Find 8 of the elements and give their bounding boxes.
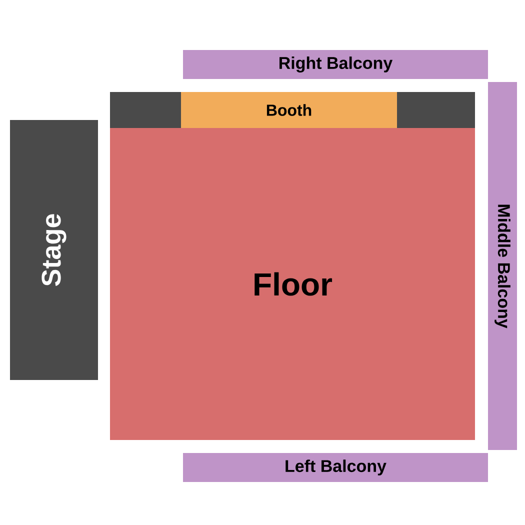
seating-block <box>397 92 475 128</box>
booth-section: Booth <box>181 92 397 128</box>
stage-area: Stage <box>10 120 98 380</box>
balcony-section: Middle Balcony <box>488 82 517 450</box>
seating-block <box>110 92 181 128</box>
floor-section: Floor <box>110 128 475 440</box>
balcony-section: Right Balcony <box>183 50 488 79</box>
balcony-section: Left Balcony <box>183 453 488 482</box>
